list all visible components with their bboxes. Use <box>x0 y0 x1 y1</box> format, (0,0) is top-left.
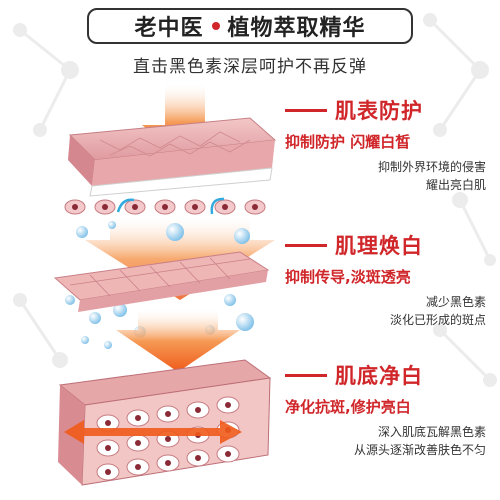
section-subtitle: 抑制传导,淡斑透亮 <box>285 268 411 286</box>
title-right: 植物萃取精华 <box>227 16 366 41</box>
description-line: 减少黑色素 <box>425 295 486 309</box>
title-left: 老中医 <box>134 16 204 41</box>
title-dot-icon <box>211 22 220 30</box>
section-texture-whitening: 肌理焕白 抑制传导,淡斑透亮 减少黑色素 淡化已形成的斑点 <box>285 230 490 329</box>
cell-row-top <box>64 197 266 215</box>
description-line: 从源头逐渐改善肤色不匀 <box>353 443 486 457</box>
curved-arrow-right-icon <box>210 197 225 215</box>
skin-layer-bottom <box>58 359 272 486</box>
subtitle: 直击黑色素深层呵护不再反弹 <box>133 57 367 77</box>
section-dash-icon <box>285 108 327 112</box>
skin-layer-top <box>68 117 277 197</box>
curved-arrow-left-icon <box>116 198 135 213</box>
description-line: 淡化已形成的斑点 <box>389 313 486 327</box>
orange-arrow-icon <box>85 218 275 300</box>
section-base-purifying: 肌底净白 净化抗斑,修护亮白 深入肌底瓦解黑色素 从源头逐渐改善肤色不匀 <box>285 360 490 459</box>
section-dash-icon <box>285 373 327 377</box>
description-line: 抑制外界环境的侵害 <box>377 160 486 174</box>
section-description: 深入肌底瓦解黑色素 从源头逐渐改善肤色不匀 <box>285 423 490 459</box>
double-arrow-icon <box>64 420 242 444</box>
description-line: 耀出亮白肌 <box>425 178 486 192</box>
section-subtitle: 抑制防护 闪耀白皙 <box>285 133 411 151</box>
section-title: 肌底净白 <box>335 364 423 388</box>
section-title: 肌理焕白 <box>335 234 423 258</box>
title-box: 老中医 植物萃取精华 <box>87 8 413 44</box>
section-description: 减少黑色素 淡化已形成的斑点 <box>285 293 490 329</box>
section-subtitle: 净化抗斑,修护亮白 <box>285 398 411 416</box>
section-surface-protection: 肌表防护 抑制防护 闪耀白皙 抑制外界环境的侵害 耀出亮白肌 <box>285 95 490 194</box>
skin-layer-middle <box>53 251 270 312</box>
orange-arrow-icon <box>116 310 240 372</box>
section-dash-icon <box>285 243 327 247</box>
section-title: 肌表防护 <box>335 99 423 123</box>
section-description: 抑制外界环境的侵害 耀出亮白肌 <box>285 158 490 194</box>
description-line: 深入肌底瓦解黑色素 <box>377 425 486 439</box>
